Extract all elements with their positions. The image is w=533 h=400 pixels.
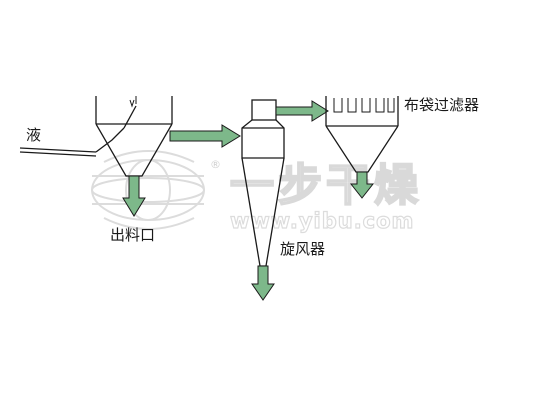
flow-arrow-to-cyclone bbox=[169, 124, 241, 148]
bag-filter-label: 布袋过滤器 bbox=[404, 96, 479, 114]
watermark-url: www.yibu.com bbox=[230, 209, 414, 233]
liquid-label: 液 bbox=[26, 126, 41, 144]
watermark-globe-logo bbox=[91, 150, 205, 230]
outlet-arrow bbox=[122, 175, 146, 217]
cyclone-outlet-arrow bbox=[251, 265, 275, 301]
watermark-brand: 一步干燥 bbox=[230, 160, 422, 211]
liquid-feed-pipe bbox=[19, 127, 125, 157]
watermark-registered-mark: ® bbox=[210, 158, 221, 171]
watermark: ® 一步干燥 www.yibu.com bbox=[91, 150, 422, 234]
outlet-label: 出料口 bbox=[110, 226, 155, 244]
filter-bags bbox=[333, 98, 395, 113]
bag-filter-outlet-arrow bbox=[349, 171, 375, 199]
flow-arrow-to-bag-filter bbox=[275, 100, 329, 122]
cyclone-label: 旋风器 bbox=[280, 240, 325, 258]
